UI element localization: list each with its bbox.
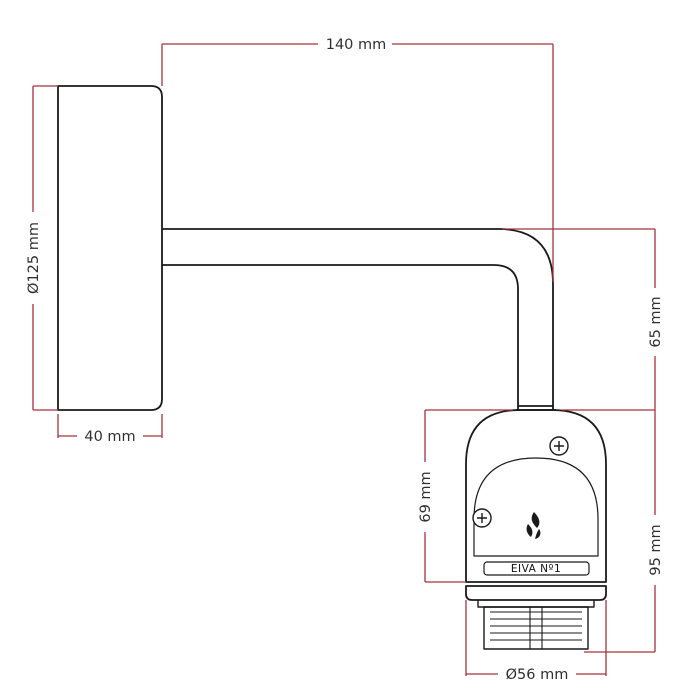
dim-line-total-drop [584,410,656,653]
threaded-sleeve [483,606,589,650]
sleeve-slot [529,607,543,649]
dim-line-width-total [161,43,554,282]
thread-collar [477,600,595,608]
dim-label-total-drop: 95 mm [648,524,664,575]
dim-label-socket-diameter: Ø56 mm [506,667,569,683]
wall-plate [57,85,163,411]
shade-ring [465,585,607,601]
dim-label-width-total: 140 mm [326,37,387,53]
brand-label: EIVA Nº1 [511,563,561,575]
dim-line-arm-drop [502,228,656,411]
socket-body [465,409,607,583]
arm-outer-edge [162,228,554,410]
dim-label-plate-diameter: Ø125 mm [26,222,42,294]
arm-inner-edge [162,264,519,410]
dim-label-socket-height: 69 mm [418,471,434,522]
screw-icon [549,436,569,456]
dim-label-plate-depth: 40 mm [84,429,135,445]
screw-icon [472,508,492,528]
sleeve-threads [490,611,582,641]
label-strip [483,561,590,576]
dim-label-arm-drop: 65 mm [648,296,664,347]
socket-window [473,457,599,557]
flame-logo-icon [526,512,541,539]
